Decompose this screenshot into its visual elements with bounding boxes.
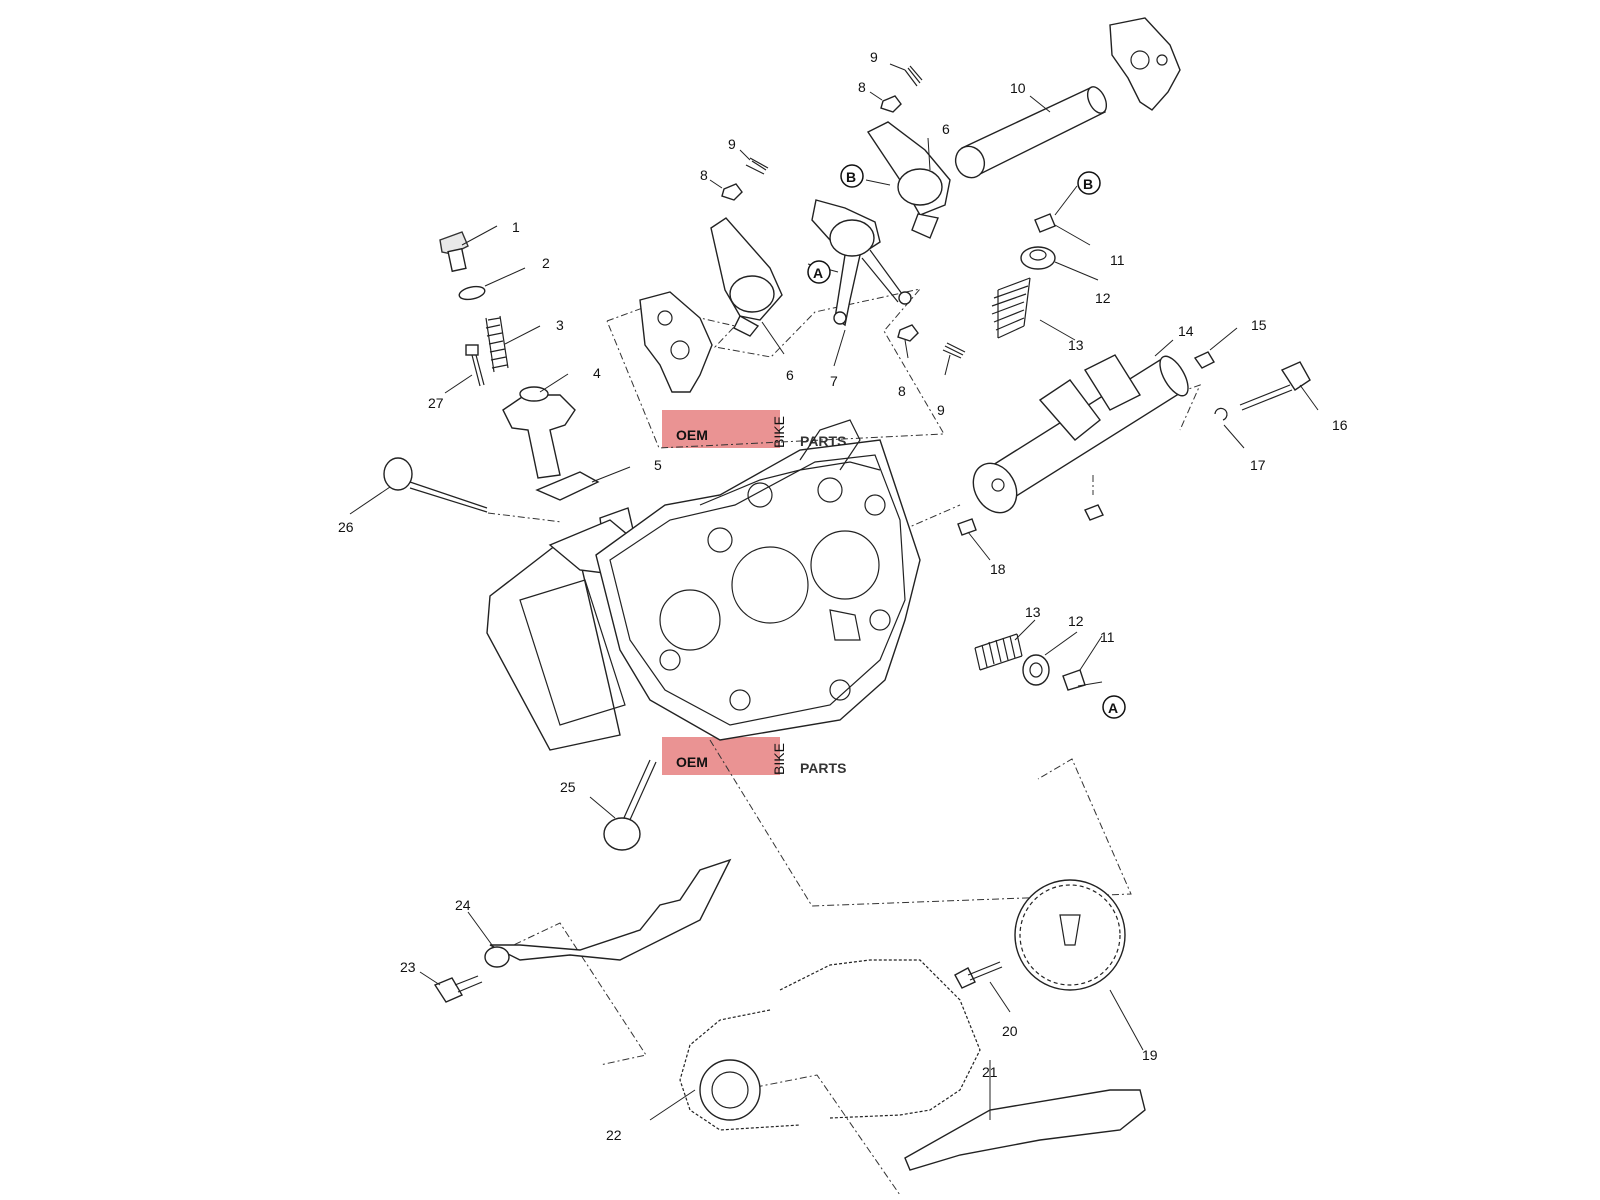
part-tensioner-spring (485, 315, 509, 373)
part-valve-spring-13a (991, 277, 1031, 339)
callout-1: 1 (512, 219, 520, 235)
ref-marker-b-left: B (840, 164, 864, 188)
callout-19: 19 (1142, 1047, 1158, 1063)
callout-12b: 12 (1068, 613, 1084, 629)
rocker-holder-right (1109, 17, 1181, 111)
watermark-oem: OEM (676, 427, 708, 443)
part-guide-bolt (433, 975, 483, 1003)
part-cotter-11a (1034, 213, 1056, 233)
callout-17: 17 (1250, 457, 1266, 473)
callout-8b: 8 (858, 79, 866, 95)
callout-11b: 11 (1100, 629, 1115, 645)
watermark-top: OEM BIKE PARTS (662, 410, 846, 449)
rocker-holder-left (639, 291, 713, 393)
callout-24: 24 (455, 897, 471, 913)
part-rocker-arm-6-right (866, 121, 951, 239)
part-decompressor (1239, 361, 1311, 411)
part-adjust-screw-9a (745, 157, 769, 175)
part-camshaft (972, 354, 1189, 514)
part-valve-spring-13b (974, 633, 1023, 671)
callout-7: 7 (830, 373, 838, 389)
part-rocker-arm-7 (811, 199, 912, 327)
cylinder-head (486, 419, 921, 751)
callout-13b: 13 (1025, 604, 1041, 620)
callout-3: 3 (556, 317, 564, 333)
callout-12a: 12 (1095, 290, 1111, 306)
callout-21: 21 (982, 1064, 998, 1080)
part-tensioner-slipper (489, 858, 732, 961)
part-circlip-17 (1214, 407, 1228, 421)
part-valve-26 (383, 457, 488, 513)
callout-2: 2 (542, 255, 550, 271)
callout-11a: 11 (1110, 252, 1125, 268)
part-bolt-27 (465, 344, 485, 387)
part-rocker-shaft (954, 86, 1108, 179)
part-spring-retainer-12a (1020, 246, 1056, 270)
part-adjust-screw-9b (904, 65, 923, 87)
part-dowel-18 (957, 518, 977, 536)
callout-4: 4 (593, 365, 601, 381)
callout-26: 26 (338, 519, 354, 535)
part-sprocket-bolt (954, 961, 1003, 989)
part-nut-8a (721, 183, 743, 201)
callout-27: 27 (428, 395, 444, 411)
part-plug-bolt (439, 231, 469, 273)
watermark-oem: OEM (676, 754, 708, 770)
part-chain-guide (904, 1089, 1146, 1171)
part-cam-chain (679, 959, 981, 1131)
svg-text:A: A (1108, 700, 1118, 716)
part-washer (458, 285, 486, 301)
callout-14: 14 (1178, 323, 1194, 339)
callout-23: 23 (400, 959, 416, 975)
callout-labels: 1 2 3 4 5 6 6 7 8 8 8 9 9 9 10 11 11 12 … (338, 49, 1348, 1143)
callout-15: 15 (1251, 317, 1267, 333)
part-valve-25 (603, 759, 657, 851)
callout-6a: 6 (786, 367, 794, 383)
callout-22: 22 (606, 1127, 622, 1143)
callout-9a: 9 (728, 136, 736, 152)
part-nut-8b (880, 95, 902, 113)
ref-marker-a-left: A (807, 260, 831, 284)
callout-8a: 8 (700, 167, 708, 183)
callout-10: 10 (1010, 80, 1026, 96)
part-pin-15 (1193, 351, 1215, 369)
callout-5: 5 (654, 457, 662, 473)
callout-25: 25 (560, 779, 576, 795)
part-cam-chain-tensioner (502, 386, 576, 479)
callout-16: 16 (1332, 417, 1348, 433)
svg-text:A: A (813, 265, 823, 281)
watermark-box (662, 410, 780, 448)
ref-marker-a-right: A (1102, 695, 1126, 719)
watermark-box (662, 737, 780, 775)
ref-marker-b-top: B (1077, 171, 1101, 195)
part-cotter-11b (1062, 669, 1086, 691)
callout-9c: 9 (937, 402, 945, 418)
part-rocker-arm-6-left (710, 217, 783, 337)
part-cam-sprocket (1014, 879, 1126, 991)
svg-text:B: B (846, 169, 856, 185)
leader-lines (349, 63, 1319, 1121)
callout-8c: 8 (898, 383, 906, 399)
part-small-nut (1084, 504, 1104, 521)
part-adjust-screw-9c (942, 342, 966, 359)
watermark-bottom: OEM BIKE PARTS (662, 737, 846, 776)
part-slipper-pivot (484, 946, 510, 968)
part-spring-retainer-12b (1022, 654, 1050, 686)
callout-9b: 9 (870, 49, 878, 65)
watermark-parts: PARTS (800, 760, 846, 776)
callout-6b: 6 (942, 121, 950, 137)
callout-18: 18 (990, 561, 1006, 577)
part-nut-8c (897, 324, 919, 342)
callout-13a: 13 (1068, 337, 1084, 353)
svg-text:B: B (1083, 176, 1093, 192)
callout-20: 20 (1002, 1023, 1018, 1039)
watermark-bike: BIKE (771, 743, 787, 775)
watermark-bike: BIKE (771, 416, 787, 448)
part-tensioner-gasket (535, 471, 600, 501)
